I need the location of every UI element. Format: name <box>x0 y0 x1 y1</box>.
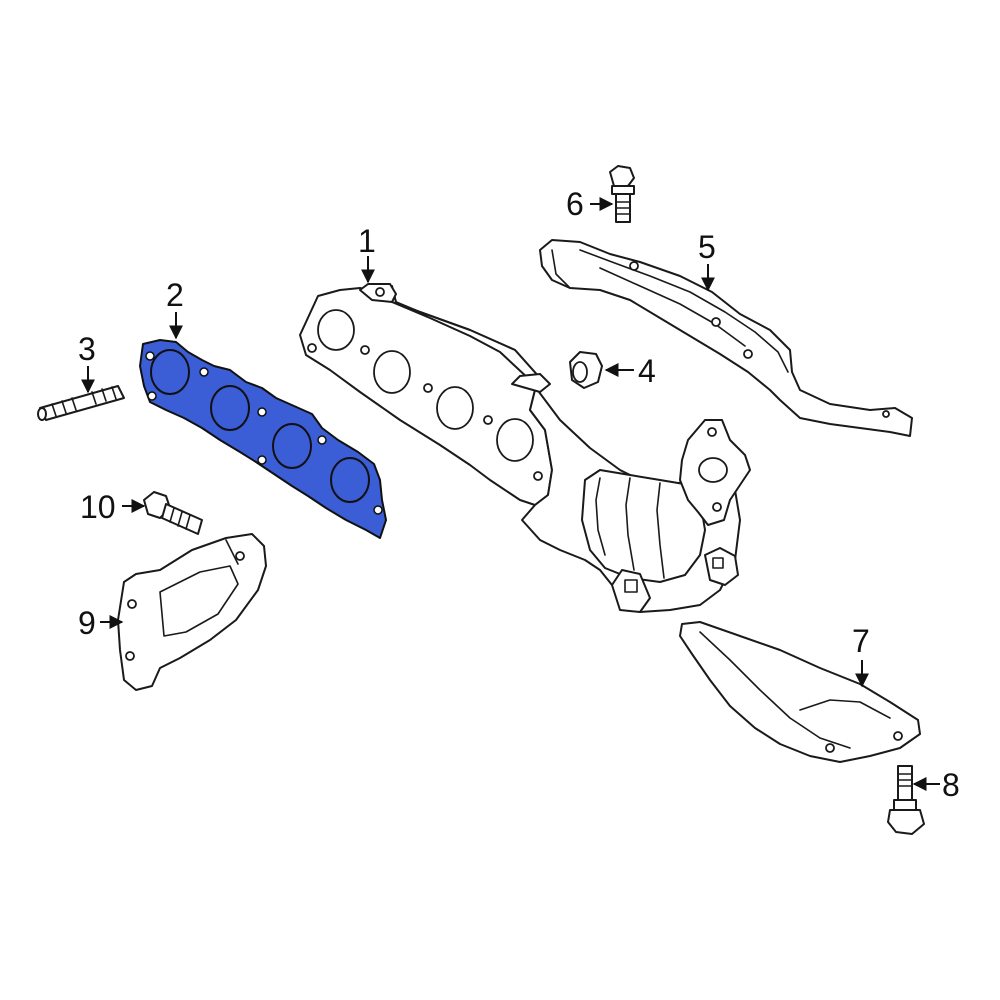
callout-4: 4 <box>604 353 656 389</box>
bolt-part-8[interactable] <box>887 765 925 835</box>
callout-1: 1 <box>358 223 376 284</box>
bracket-part-9[interactable] <box>117 533 267 691</box>
callout-label-9: 9 <box>78 605 96 641</box>
callout-label-5: 5 <box>698 229 716 265</box>
callout-label-6: 6 <box>566 186 584 222</box>
callout-9: 9 <box>78 605 124 641</box>
callout-label-4: 4 <box>638 353 656 389</box>
nut-part-4[interactable] <box>569 351 603 389</box>
callout-label-2: 2 <box>166 277 184 313</box>
callout-label-3: 3 <box>78 331 96 367</box>
callout-label-10: 10 <box>80 489 116 525</box>
callout-3: 3 <box>78 331 96 394</box>
bolt-part-6[interactable] <box>609 165 635 223</box>
callout-10: 10 <box>80 489 146 525</box>
upper-heat-shield-part-5[interactable] <box>539 239 913 437</box>
callout-7: 7 <box>852 623 870 688</box>
callout-label-1: 1 <box>358 223 376 259</box>
exhaust-manifold-part-1[interactable] <box>299 283 751 613</box>
callout-8: 8 <box>912 767 960 803</box>
lower-heat-shield-part-7[interactable] <box>679 621 921 763</box>
callout-5: 5 <box>698 229 716 292</box>
callout-label-7: 7 <box>852 623 870 659</box>
bolt-part-10[interactable] <box>143 491 203 535</box>
callout-6: 6 <box>566 186 614 222</box>
callout-2: 2 <box>166 277 184 340</box>
stud-part-3[interactable] <box>37 385 125 421</box>
exhaust-manifold-gasket-part-2[interactable] <box>139 339 387 539</box>
callout-label-8: 8 <box>942 767 960 803</box>
